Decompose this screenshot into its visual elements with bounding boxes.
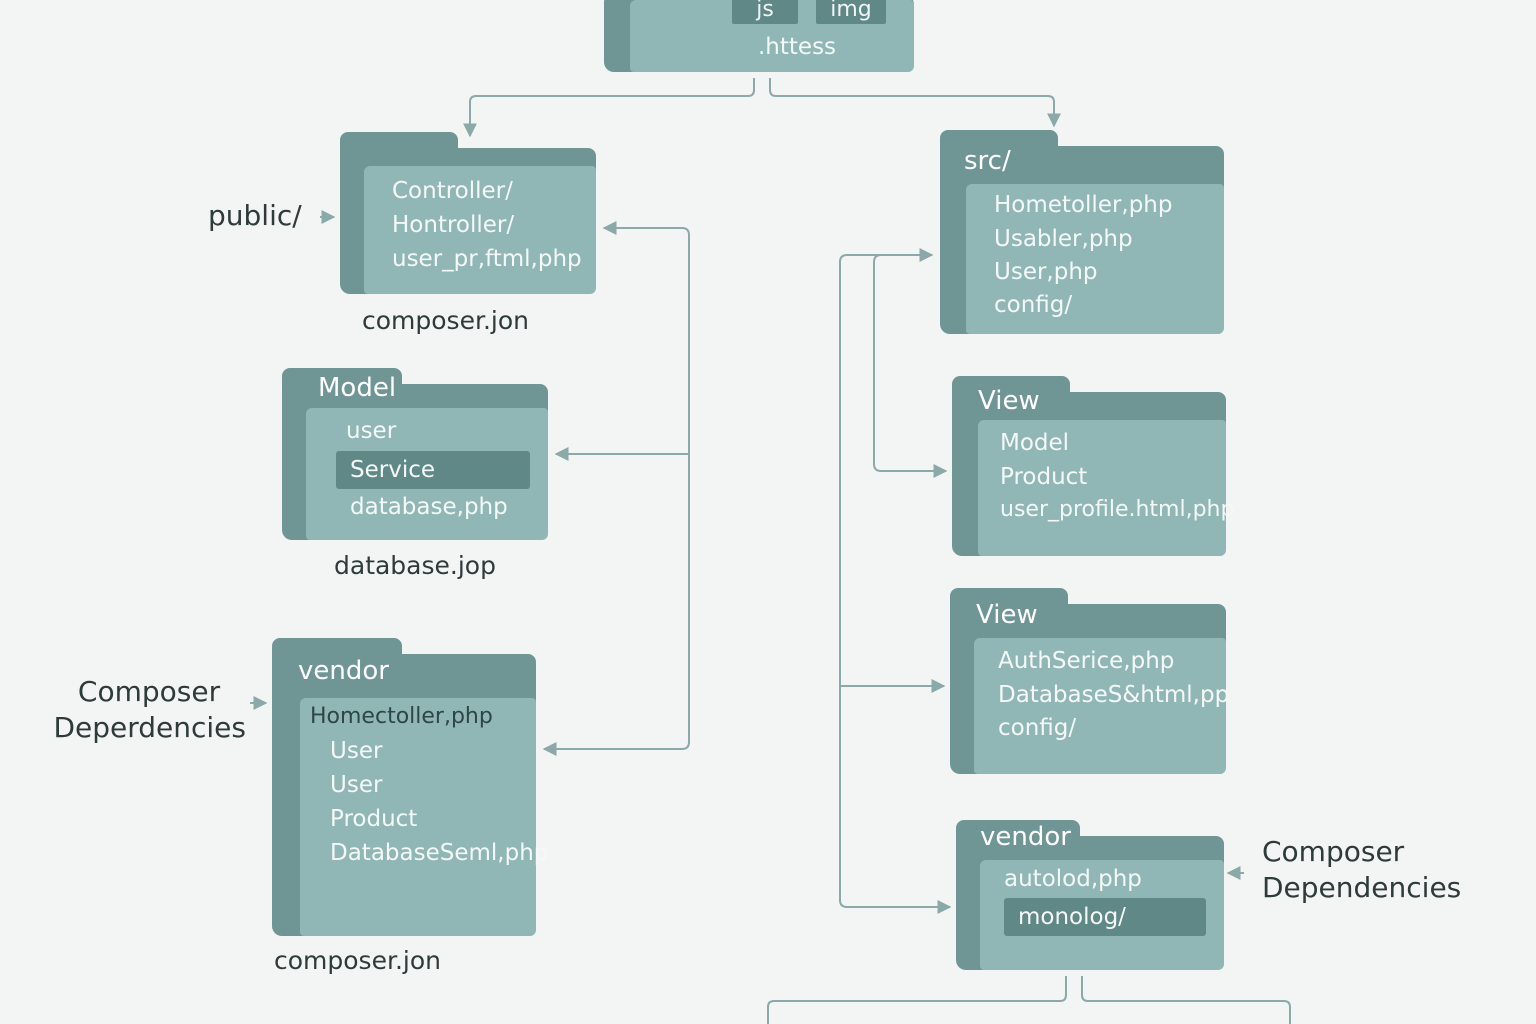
view-folder-1-title: View (978, 386, 1040, 416)
js-chip[interactable]: js (732, 0, 798, 24)
src-item[interactable]: config/ (994, 292, 1073, 318)
left-vendor-item[interactable]: DatabaseSeml,php (330, 840, 549, 866)
left-vendor-folder-front (300, 698, 536, 936)
left-vendor-item[interactable]: Product (330, 806, 418, 832)
left-vendor-folder-title: vendor (298, 656, 389, 686)
src-item[interactable]: Usabler,php (994, 226, 1133, 252)
left-vendor-caption: composer.jon (274, 946, 441, 975)
model-folder[interactable]: Model user Service database,php (282, 368, 548, 540)
public-folder[interactable]: Controller/ Hontroller/ user_pr,ftml,php (340, 132, 596, 294)
view-folder-1[interactable]: View Model Product user_profile.html,php (952, 376, 1234, 556)
src-folder[interactable]: src/ Hometoller,php Usabler,php User,php… (940, 130, 1224, 334)
model-folder-title: Model (318, 373, 397, 403)
left-composer-line: Composer (77, 675, 221, 708)
src-item[interactable]: Hometoller,php (994, 192, 1173, 218)
model-item[interactable]: user (346, 418, 397, 444)
connector-top-right (769, 78, 1061, 128)
public-item[interactable]: Controller/ (392, 178, 513, 204)
left-composer-line: Deperdencies (53, 711, 246, 744)
connector-right-bus-outer (839, 248, 934, 263)
view-2-item[interactable]: DatabaseS&html,pp (998, 682, 1230, 708)
public-item[interactable]: user_pr,ftml,php (392, 246, 582, 272)
connector-bottom (767, 976, 1067, 1024)
right-vendor-item[interactable]: autolod,php (1004, 866, 1142, 892)
httess-file[interactable]: .httess (758, 34, 837, 60)
public-item[interactable]: Hontroller/ (392, 212, 515, 238)
view-folder-1-front (978, 420, 1226, 556)
service-item-highlighted[interactable]: Service (336, 451, 530, 489)
view-folder-2-front (974, 638, 1226, 774)
public-label: public/ (208, 199, 302, 232)
src-folder-title: src/ (964, 146, 1011, 176)
right-composer-line: Dependencies (1262, 871, 1462, 904)
right-composer-line: Composer (1262, 835, 1405, 868)
view-1-item[interactable]: user_profile.html,php (1000, 497, 1235, 522)
public-folder-front (364, 166, 596, 294)
root-folder[interactable]: js img .httess (604, 0, 914, 72)
left-vendor-item[interactable]: User (330, 738, 383, 764)
right-vendor-folder[interactable]: vendor autolod,php monolog/ (956, 820, 1224, 970)
view-1-item[interactable]: Product (1000, 464, 1088, 490)
connector-top-left (463, 78, 755, 138)
view-1-item[interactable]: Model (1000, 430, 1070, 456)
model-caption: database.jop (334, 551, 496, 580)
monolog-item-highlighted[interactable]: monolog/ (1004, 898, 1206, 936)
view-2-item[interactable]: config/ (998, 715, 1077, 741)
img-chip[interactable]: img (816, 0, 886, 24)
left-vendor-item[interactable]: Homectoller,php (310, 704, 493, 729)
connector-right-bus-inner (873, 254, 882, 263)
right-composer-label: Composer Dependencies (1262, 834, 1461, 906)
model-item[interactable]: database,php (350, 494, 508, 520)
view-folder-2-title: View (976, 600, 1038, 630)
public-caption: composer.jon (362, 306, 529, 335)
left-vendor-item[interactable]: User (330, 772, 383, 798)
view-2-item[interactable]: AuthSerice,php (998, 648, 1175, 674)
src-item[interactable]: User,php (994, 259, 1098, 285)
right-vendor-folder-title: vendor (980, 822, 1071, 852)
view-folder-2[interactable]: View AuthSerice,php DatabaseS&html,pp co… (950, 588, 1230, 774)
left-vendor-folder[interactable]: vendor Homectoller,php User User Product… (272, 638, 548, 936)
left-composer-label: Composer Deperdencies (52, 674, 246, 746)
src-folder-front (966, 184, 1224, 334)
connector-left-bus (602, 221, 690, 236)
